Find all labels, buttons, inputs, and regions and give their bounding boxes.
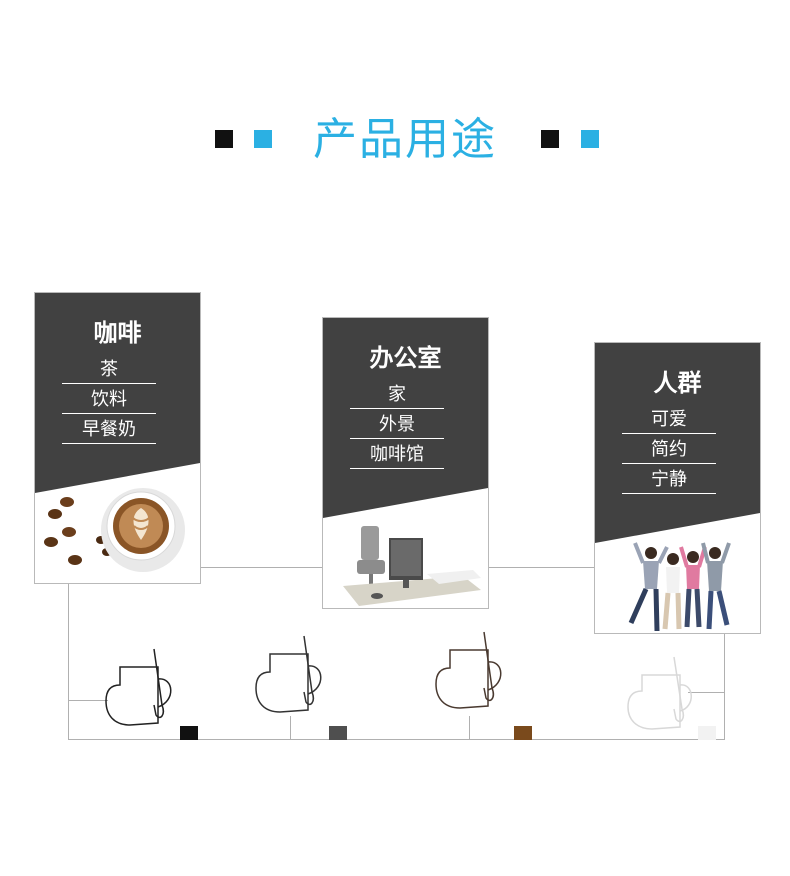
connector-line: [688, 692, 725, 693]
card-item: 咖啡馆: [350, 440, 444, 469]
card-item: 外景: [350, 410, 444, 439]
connector-line: [68, 739, 725, 740]
card-item: 早餐奶: [62, 415, 156, 444]
card-coffee: 咖啡 茶 饮料 早餐奶: [34, 292, 201, 584]
office-desk-image: [343, 526, 481, 606]
connector-line: [68, 700, 108, 701]
color-swatch-black[interactable]: [180, 726, 198, 740]
connector-line: [68, 583, 69, 739]
card-people: 人群 可爱 简约 宁静: [594, 342, 761, 634]
coffee-cup-image: [44, 488, 185, 572]
card-title: 人群: [653, 369, 702, 397]
page-title: 产品用途: [313, 114, 497, 165]
connector-line: [469, 716, 470, 739]
header-square-blue-left: [254, 130, 272, 148]
connector-line: [487, 567, 595, 568]
card-title: 咖啡: [93, 319, 142, 347]
card-item: 家: [350, 380, 444, 409]
mug-outline-brown: [435, 631, 502, 709]
connector-line: [290, 716, 291, 739]
mug-outline-black: [105, 648, 172, 726]
connector-line: [199, 567, 323, 568]
color-swatch-brown[interactable]: [514, 726, 532, 740]
header-square-blue-right: [581, 130, 599, 148]
card-item: 茶: [62, 355, 156, 384]
connector-line: [724, 633, 725, 739]
mug-outline-gray: [255, 635, 322, 713]
color-swatch-white[interactable]: [698, 726, 716, 740]
people-group-image: [628, 542, 731, 632]
header-square-black-right: [541, 130, 559, 148]
card-office: 办公室 家 外景 咖啡馆: [322, 317, 489, 609]
mug-outline-white: [627, 656, 692, 730]
header-square-black-left: [215, 130, 233, 148]
card-item: 饮料: [62, 385, 156, 414]
card-item: 可爱: [622, 405, 716, 434]
card-item: 简约: [622, 435, 716, 464]
color-swatch-gray[interactable]: [329, 726, 347, 740]
card-title: 办公室: [369, 344, 442, 372]
card-item: 宁静: [622, 465, 716, 494]
